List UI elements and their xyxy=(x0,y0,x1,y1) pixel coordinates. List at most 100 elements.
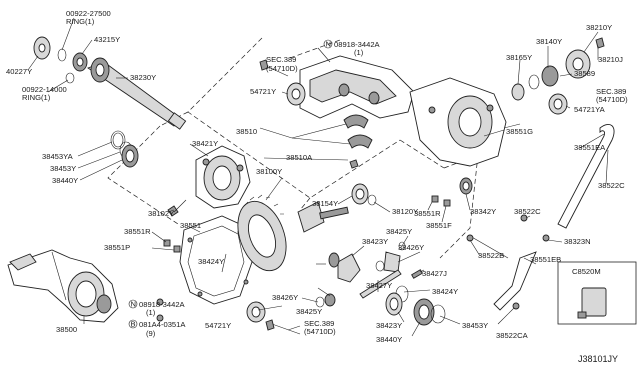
label-38100Y: 38100Y xyxy=(256,167,282,176)
breather-hose-group[interactable] xyxy=(466,124,615,311)
drive-shaft-group xyxy=(33,36,187,168)
ring-gear[interactable] xyxy=(229,194,295,278)
label-38510A: 38510A xyxy=(286,153,313,162)
carrier-plug[interactable] xyxy=(431,195,439,203)
gear-carrier-housing[interactable] xyxy=(409,77,507,167)
label-40227Y: 40227Y xyxy=(6,67,32,76)
label-38230Y: 38230Y xyxy=(130,73,156,82)
label-38453Y-left: 38453Y xyxy=(50,164,76,173)
label-38551EA: 38551EA xyxy=(574,143,606,152)
label-38522C-right: 38522C xyxy=(598,181,625,190)
label-38425Y-right: 38425Y xyxy=(386,227,412,236)
drain-plug[interactable] xyxy=(163,239,171,247)
part-labels: 40227Y 00922-27500 RING(1) 43215Y 00922-… xyxy=(6,9,628,364)
label-38551R-right: 38551R xyxy=(414,209,441,218)
label-38589: 38589 xyxy=(574,69,595,78)
label-54721Y-lower: 54721Y xyxy=(205,321,231,330)
label-43215Y: 43215Y xyxy=(94,35,120,44)
mount-bushing-upper[interactable] xyxy=(259,59,306,106)
label-38102Y: 38102Y xyxy=(148,209,174,218)
label-38440Y-right: 38440Y xyxy=(376,335,402,344)
label-38522C-left: 38522C xyxy=(514,207,541,216)
differential-gears[interactable] xyxy=(315,241,406,308)
label-38427Y: 38427Y xyxy=(366,281,392,290)
companion-flange-group[interactable] xyxy=(511,37,605,101)
diagram-reference-code: J38101JY xyxy=(578,354,618,364)
mount-bushing-lower[interactable] xyxy=(246,301,301,335)
label-00922-14000: 00922-14000 xyxy=(22,85,67,94)
label-38440Y-left: 38440Y xyxy=(52,176,78,185)
label-081A4-qty: (9) xyxy=(146,329,156,338)
ring-part[interactable] xyxy=(57,48,67,62)
label-38453Y-right: 38453Y xyxy=(462,321,488,330)
label-38522CA: 38522CA xyxy=(496,331,529,340)
pinion-shaft[interactable] xyxy=(359,269,423,299)
label-38423Y-upper: 38423Y xyxy=(362,237,388,246)
label-38551EB: 38551EB xyxy=(530,255,561,264)
label-38522B: 38522B xyxy=(478,251,504,260)
label-38426Y-left: 38426Y xyxy=(272,293,298,302)
label-38154Y: 38154Y xyxy=(312,199,338,208)
label-54721YA: 54721YA xyxy=(574,105,606,114)
bolt-part[interactable] xyxy=(167,199,187,217)
label-38140Y: 38140Y xyxy=(536,37,562,46)
rear-cover[interactable] xyxy=(179,215,253,305)
symbol-b: B xyxy=(131,320,136,329)
label-38424Y-left: 38424Y xyxy=(198,257,224,266)
nut-symbol-n xyxy=(128,299,138,309)
side-bearing-set[interactable] xyxy=(385,285,446,326)
label-38510: 38510 xyxy=(236,127,257,136)
oil-seal-ring[interactable] xyxy=(110,130,126,150)
label-38342Y: 38342Y xyxy=(470,207,496,216)
label-38427J: 38427J xyxy=(422,269,447,278)
fill-plug[interactable] xyxy=(173,245,181,253)
label-sec389-right: SEC.389 xyxy=(596,87,626,96)
label-00922-27500: 00922-27500 xyxy=(66,9,111,18)
label-sec389-lower-ref: (54710D) xyxy=(304,327,336,336)
label-38421Y: 38421Y xyxy=(192,139,218,148)
symbol-n-lower: N xyxy=(131,300,136,309)
label-38165Y: 38165Y xyxy=(506,53,532,62)
label-38120Y: 38120Y xyxy=(392,207,418,216)
label-38551R-left: 38551R xyxy=(124,227,151,236)
label-54721Y-upper: 54721Y xyxy=(250,87,276,96)
label-081A4-0351A: 081A4-0351A xyxy=(139,320,186,329)
inset-callout xyxy=(557,261,637,325)
label-00922-27500-ring: RING(1) xyxy=(66,17,95,26)
label-38551P: 38551P xyxy=(104,243,130,252)
differential-carrier-member[interactable] xyxy=(299,55,415,119)
bolt-symbol-b xyxy=(128,319,138,329)
rear-axle-assembly[interactable] xyxy=(7,249,119,323)
label-38500: 38500 xyxy=(56,325,77,334)
label-38424Y-right: 38424Y xyxy=(432,287,458,296)
label-sec389-lower: SEC.389 xyxy=(304,319,334,328)
label-08918-3442A-upper-qty: (1) xyxy=(354,48,364,57)
label-08918-3442A-upper: 08918-3442A xyxy=(334,40,381,49)
label-08918-3442A-lower-qty: (1) xyxy=(146,308,156,317)
label-sec389-upper: SEC.389 xyxy=(266,55,296,64)
label-sec389-right-ref: (54710D) xyxy=(596,95,628,104)
mount-bushing-right[interactable] xyxy=(548,93,568,115)
label-38551G: 38551G xyxy=(506,127,533,136)
symbol-n-upper: N xyxy=(326,40,331,49)
label-38323N: 38323N xyxy=(564,237,591,246)
differential-case[interactable] xyxy=(195,145,251,209)
label-38423Y-lower: 38423Y xyxy=(376,321,402,330)
label-38210J: 38210J xyxy=(598,55,623,64)
axle-shaft[interactable] xyxy=(87,57,187,130)
bearing-caps[interactable] xyxy=(343,114,373,169)
label-c8520m: C8520M xyxy=(572,267,601,276)
label-08918-3442A-lower: 08918-3442A xyxy=(139,300,186,309)
label-38453YA: 38453YA xyxy=(42,152,74,161)
label-38551F: 38551F xyxy=(426,221,452,230)
nut-symbol-n-upper xyxy=(323,39,333,49)
label-38426Y-right: 38426Y xyxy=(398,243,424,252)
label-38551: 38551 xyxy=(180,221,201,230)
label-38210Y: 38210Y xyxy=(586,23,612,32)
leader-lines xyxy=(27,17,609,337)
label-sec389-upper-ref: (54710D) xyxy=(266,64,298,73)
drive-pinion[interactable] xyxy=(297,201,349,233)
label-38425Y-left: 38425Y xyxy=(296,307,322,316)
